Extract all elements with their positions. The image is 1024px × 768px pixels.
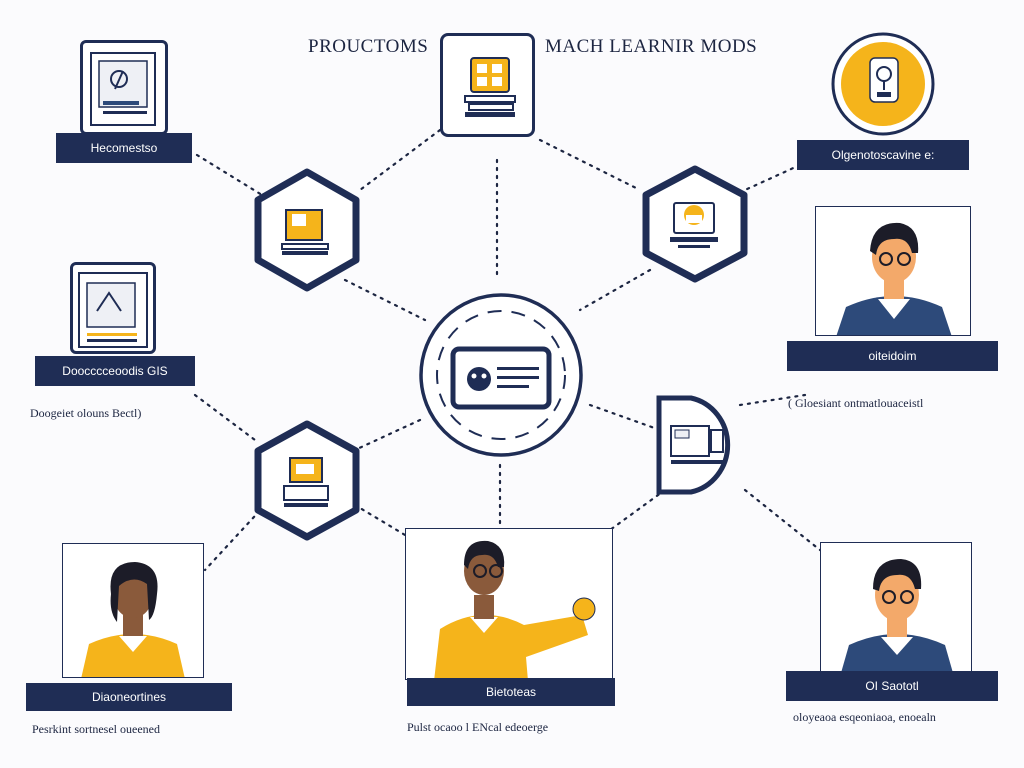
right-caption: ( Gloesiant ontmatlouaceistl bbox=[788, 396, 924, 410]
bottom-right-label: OI Saototl bbox=[786, 671, 998, 701]
server-rack-icon bbox=[670, 425, 724, 464]
left-title: PROUCTOMS bbox=[308, 36, 429, 57]
server-node[interactable] bbox=[655, 392, 745, 498]
ai-robot-icon bbox=[450, 346, 552, 410]
edge-topcenter-hex1 bbox=[358, 128, 442, 192]
top-left-label: Hecomestso bbox=[56, 133, 192, 163]
book-icon bbox=[281, 209, 329, 255]
top-right-label: Olgenotoscavine e: bbox=[797, 140, 969, 170]
person-avatar bbox=[841, 559, 953, 671]
edge-midleft-hex3 bbox=[193, 393, 257, 442]
center-ai-node[interactable] bbox=[413, 287, 593, 467]
edge-topleft-hex1 bbox=[195, 153, 264, 197]
edge-hex2-center bbox=[578, 268, 652, 312]
mid-left-node[interactable] bbox=[70, 262, 156, 354]
hex-node-book[interactable] bbox=[252, 168, 362, 293]
edge-hex1-center bbox=[343, 278, 427, 322]
document-node[interactable] bbox=[80, 40, 168, 135]
lightbulb-icon bbox=[869, 57, 899, 103]
person-avatar bbox=[81, 562, 185, 677]
device-icon bbox=[283, 457, 329, 507]
lightbulb-node[interactable] bbox=[830, 32, 940, 142]
edge-center-hex3 bbox=[353, 418, 422, 452]
right-person-label: oiteidoim bbox=[787, 341, 998, 371]
book-stack-node[interactable] bbox=[440, 33, 535, 137]
person-avatar bbox=[836, 222, 952, 335]
document-chart-icon bbox=[78, 272, 148, 348]
person-card-bottom-right[interactable] bbox=[820, 542, 972, 672]
person-card-bottom-center[interactable] bbox=[405, 528, 613, 680]
edge-server-rightperson bbox=[738, 393, 807, 407]
hex-node-device[interactable] bbox=[252, 420, 362, 542]
bottom-left-caption: Pesrkint sortnesel oueened bbox=[32, 722, 160, 736]
hex-node-laptop[interactable] bbox=[640, 165, 750, 285]
right-title: MACH LEARNIR MODS bbox=[545, 36, 758, 57]
bottom-center-caption: Pulst ocaoo l ENcal edeoerge bbox=[407, 720, 549, 734]
edge-server-bottomcenter bbox=[608, 488, 667, 532]
laptop-icon bbox=[670, 202, 718, 248]
bottom-center-label: Bietoteas bbox=[407, 678, 615, 706]
person-card-bottom-left[interactable] bbox=[62, 543, 204, 678]
edge-topcenter-hex2 bbox=[538, 138, 642, 192]
presenter-avatar bbox=[434, 540, 596, 679]
book-stack-icon bbox=[464, 57, 516, 117]
mid-left-caption: Doogeiet olouns Bectl) bbox=[30, 406, 142, 420]
mid-left-label: Doocccceoodis GIS bbox=[35, 356, 195, 386]
bottom-right-caption: oloyeaoa esqeoniaoa, enoealn bbox=[793, 710, 936, 724]
edge-hex3-bottomcenter bbox=[353, 503, 407, 537]
person-card-top-right[interactable] bbox=[815, 206, 971, 336]
bottom-left-label: Diaoneortines bbox=[26, 683, 232, 711]
edge-server-bottomright bbox=[743, 488, 822, 552]
edge-center-server bbox=[588, 403, 662, 432]
edge-topright-hex2 bbox=[743, 163, 802, 192]
document-icon bbox=[90, 52, 156, 126]
edge-hex3-bottomleft bbox=[203, 503, 267, 572]
